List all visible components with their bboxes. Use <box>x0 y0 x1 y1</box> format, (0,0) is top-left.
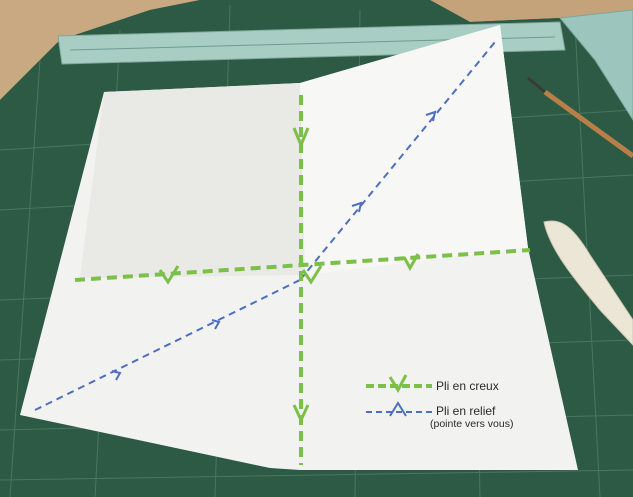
legend-valley-fold-label: Pli en creux <box>436 379 499 393</box>
legend-mountain-fold-note: (pointe vers vous) <box>430 418 513 430</box>
legend-mountain-fold-label: Pli en relief <box>436 404 495 418</box>
paper-shadow-left <box>80 83 305 278</box>
